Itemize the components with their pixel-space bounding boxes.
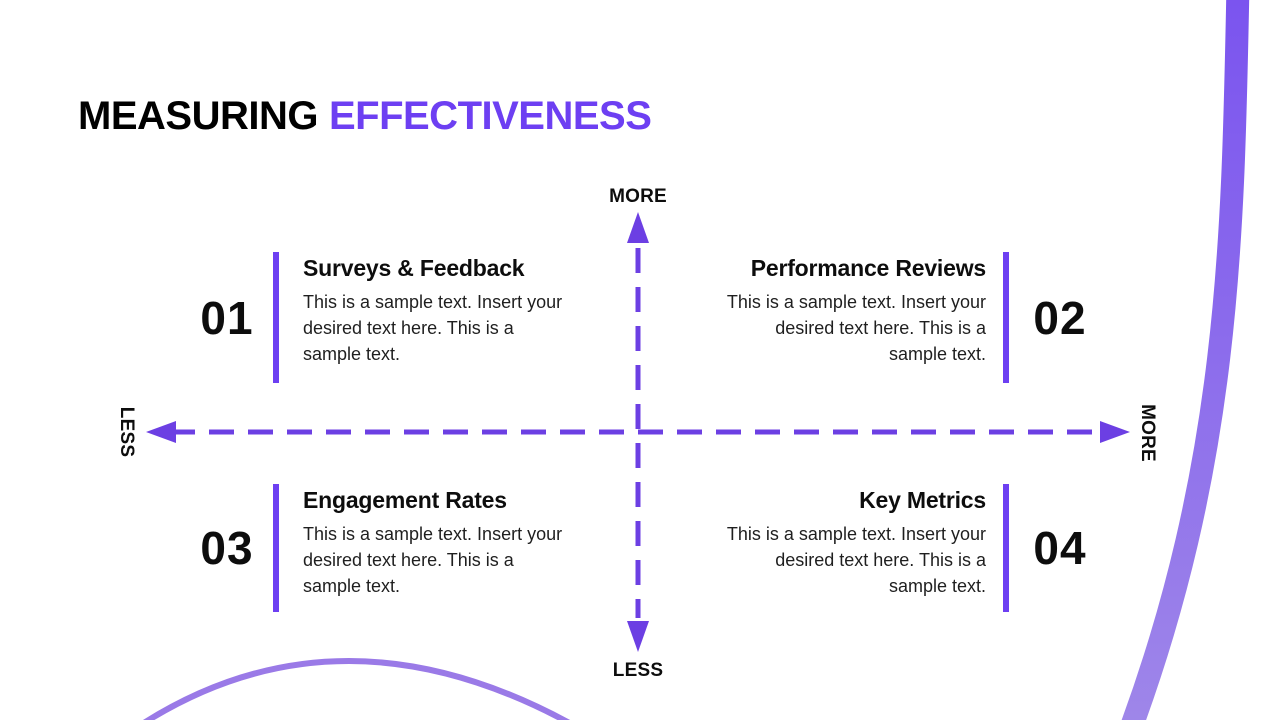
quadrant-title: Surveys & Feedback (303, 255, 525, 281)
quadrant-text: Key Metrics This is a sample text. Inser… (724, 484, 1003, 612)
quadrant-card-02: Performance Reviews This is a sample tex… (724, 252, 1097, 383)
axis-label-bottom: LESS (612, 660, 664, 681)
quadrant-number: 01 (200, 291, 254, 344)
accent-bar (273, 484, 279, 612)
quadrant-number: 04 (1033, 522, 1087, 574)
accent-bar (273, 252, 279, 383)
quadrant-title: Performance Reviews (750, 255, 986, 281)
arrow-left-icon (146, 421, 176, 443)
right-curve-decoration (1121, 0, 1250, 720)
axis-label-left: LESS (116, 406, 137, 458)
title-part-accent: EFFECTIVENESS (328, 94, 652, 138)
accent-bar (1003, 252, 1009, 383)
quadrant-number: 02 (1033, 291, 1087, 344)
bottom-arc-decoration (143, 658, 570, 720)
quadrant-card-04: Key Metrics This is a sample text. Inser… (724, 484, 1097, 612)
arrow-down-icon (627, 621, 649, 652)
quadrant-body: This is a sample text. Insert your desir… (726, 292, 986, 364)
quadrant-text: Surveys & Feedback This is a sample text… (279, 252, 565, 383)
arrow-right-icon (1100, 421, 1130, 443)
arrow-up-icon (627, 212, 649, 243)
quadrant-text: Performance Reviews This is a sample tex… (724, 252, 1003, 383)
quadrant-body: This is a sample text. Insert your desir… (303, 524, 563, 596)
quadrant-card-03: 03 Engagement Rates This is a sample tex… (195, 484, 565, 612)
axis-label-right: MORE (1137, 404, 1158, 462)
quadrant-body: This is a sample text. Insert your desir… (726, 524, 986, 596)
quadrant-card-01: 01 Surveys & Feedback This is a sample t… (195, 252, 565, 383)
quadrant-body: This is a sample text. Insert your desir… (303, 292, 563, 364)
quadrant-number: 03 (200, 522, 254, 574)
quadrant-title: Engagement Rates (303, 487, 507, 513)
axis-label-top: MORE (609, 186, 667, 207)
accent-bar (1003, 484, 1009, 612)
quadrant-title: Key Metrics (859, 487, 986, 513)
quadrant-text: Engagement Rates This is a sample text. … (279, 484, 565, 612)
title-part-black: MEASURING (78, 94, 318, 138)
